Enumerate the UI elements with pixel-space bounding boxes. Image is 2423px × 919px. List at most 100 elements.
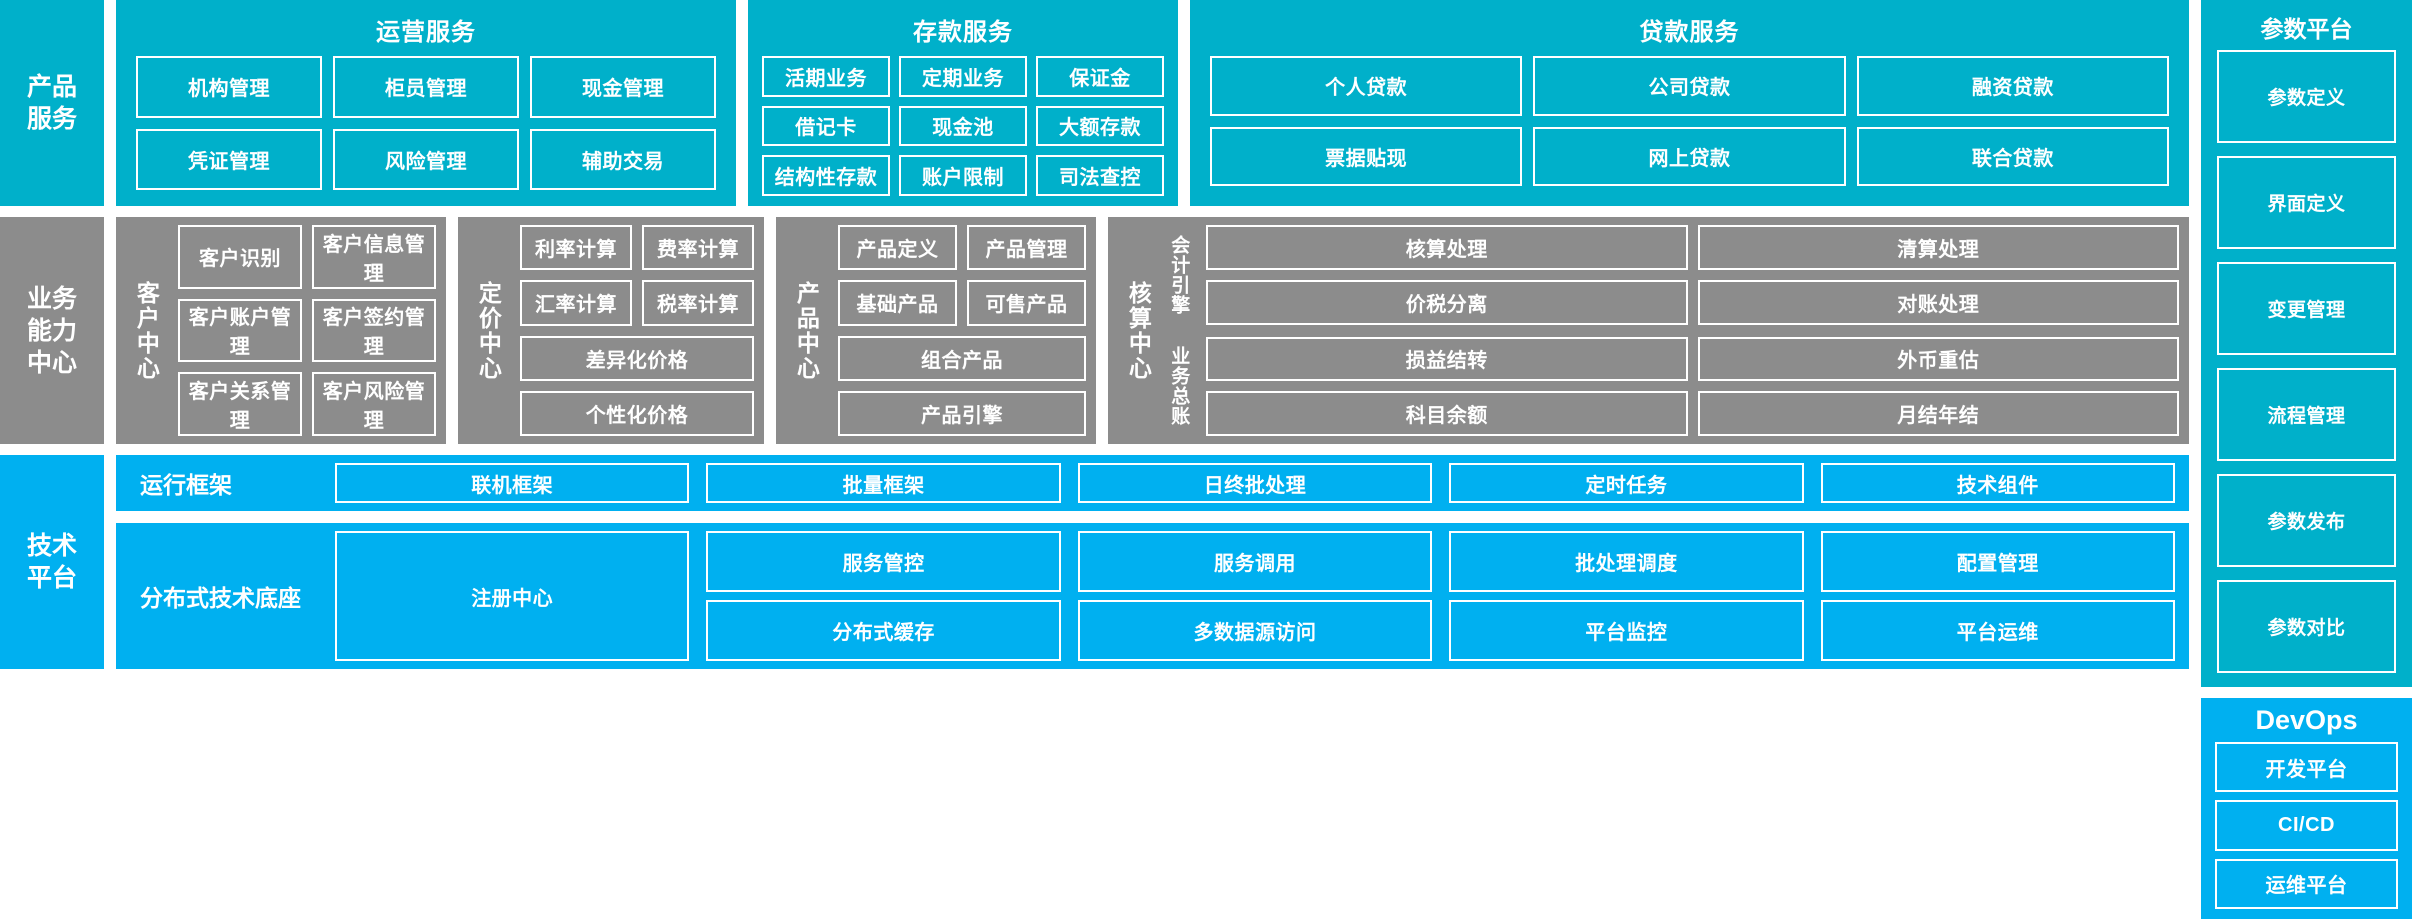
center-customer: 客户中心 客户识别 客户信息管理 客户账户管理 客户签约管理 客户关系管理 客户…	[116, 217, 446, 444]
tile-parameter-comparison[interactable]: 参数对比	[2217, 580, 2396, 673]
group-title-loan-services: 贷款服务	[1639, 19, 1740, 46]
tile-customer-identification[interactable]: 客户识别	[178, 225, 302, 289]
tile-interest-rate-calculation[interactable]: 利率计算	[520, 225, 632, 271]
tile-fee-rate-calculation[interactable]: 费率计算	[642, 225, 754, 271]
tile-price-tax-separation[interactable]: 价税分离	[1206, 279, 1688, 325]
tile-parameter-definition[interactable]: 参数定义	[2217, 50, 2396, 143]
tile-grid-operation-services: 机构管理 柜员管理 现金管理 凭证管理 风险管理 辅助交易	[130, 56, 722, 196]
tile-platform-operations[interactable]: 平台运维	[1820, 600, 2175, 661]
center-product: 产品中心 产品定义 产品管理 基础产品 可售产品 组合产品 产品引擎	[776, 217, 1096, 444]
layer-label-product-service: 产品服务	[0, 0, 104, 206]
tile-institution-management[interactable]: 机构管理	[136, 56, 322, 118]
devops-items: 开发平台 CI/CD 运维平台	[2215, 742, 2398, 909]
tile-foreign-currency-revaluation[interactable]: 外币重估	[1697, 336, 2179, 382]
tile-service-invocation[interactable]: 服务调用	[1077, 531, 1433, 592]
strip-label-distributed-foundation: 分布式技术底座	[140, 585, 301, 611]
tile-sellable-product[interactable]: 可售产品	[967, 280, 1086, 326]
tile-service-governance[interactable]: 服务管控	[706, 531, 1061, 592]
tile-customer-account-management[interactable]: 客户账户管理	[178, 298, 302, 363]
tile-grid-product-center: 产品定义 产品管理 基础产品 可售产品 组合产品 产品引擎	[828, 225, 1086, 436]
tile-registry-center[interactable]: 注册中心	[335, 531, 690, 661]
tile-product-management[interactable]: 产品管理	[967, 225, 1086, 271]
tile-accounting-processing[interactable]: 核算处理	[1206, 225, 1688, 270]
technical-platform-layer: 技术平台 运行框架 联机框架 批量框架 日终批处理 定时任务 技术组件	[0, 455, 2189, 669]
tile-scheduled-task[interactable]: 定时任务	[1449, 463, 1804, 503]
tile-grid-customer-center: 客户识别 客户信息管理 客户账户管理 客户签约管理 客户关系管理 客户风险管理	[168, 225, 436, 436]
tile-month-year-end-closing[interactable]: 月结年结	[1697, 391, 2179, 436]
tile-large-deposit[interactable]: 大额存款	[1036, 105, 1164, 147]
tile-product-engine[interactable]: 产品引擎	[838, 390, 1086, 436]
product-service-layer: 产品服务 运营服务 机构管理 柜员管理 现金管理 凭证管理 风险管理 辅助交易 …	[0, 0, 2189, 206]
tile-differentiated-pricing[interactable]: 差异化价格	[520, 335, 754, 381]
center-pricing: 定价中心 利率计算 费率计算 汇率计算 税率计算 差异化价格 个性化价格	[458, 217, 764, 444]
tile-corporate-loan[interactable]: 公司贷款	[1533, 56, 1846, 116]
tile-product-definition[interactable]: 产品定义	[838, 225, 957, 271]
group-title-deposit-services: 存款服务	[913, 19, 1013, 46]
tile-financing-loan[interactable]: 融资贷款	[1856, 56, 2169, 116]
tile-voucher-management[interactable]: 凭证管理	[136, 128, 322, 190]
tile-margin-deposit[interactable]: 保证金	[1036, 56, 1164, 97]
tile-judicial-freeze[interactable]: 司法查控	[1036, 155, 1164, 196]
tile-reconciliation-processing[interactable]: 对账处理	[1697, 279, 2179, 325]
tile-parameter-release[interactable]: 参数发布	[2217, 474, 2396, 567]
tile-risk-management[interactable]: 风险管理	[333, 128, 519, 190]
parameter-platform: 参数平台 参数定义 界面定义 变更管理 流程管理 参数发布 参数对比	[2201, 0, 2412, 687]
tile-composite-product[interactable]: 组合产品	[838, 335, 1086, 381]
tile-process-management[interactable]: 流程管理	[2217, 368, 2396, 461]
tile-exchange-rate-calculation[interactable]: 汇率计算	[520, 280, 632, 326]
tile-customer-relationship-management[interactable]: 客户关系管理	[178, 372, 302, 436]
tile-auxiliary-transaction[interactable]: 辅助交易	[530, 128, 716, 190]
tile-development-platform[interactable]: 开发平台	[2215, 742, 2398, 793]
tile-demand-business[interactable]: 活期业务	[762, 56, 890, 97]
tile-base-product[interactable]: 基础产品	[838, 280, 957, 326]
tile-distributed-cache[interactable]: 分布式缓存	[706, 600, 1061, 661]
tile-profit-loss-carryover[interactable]: 损益结转	[1206, 336, 1688, 382]
tile-grid-pricing-center: 利率计算 费率计算 汇率计算 税率计算 差异化价格 个性化价格	[510, 225, 754, 436]
tile-stack-service: 服务管控 分布式缓存	[706, 531, 1061, 661]
center-label-pricing: 定价中心	[475, 280, 502, 381]
parameter-platform-items: 参数定义 界面定义 变更管理 流程管理 参数发布 参数对比	[2217, 50, 2396, 677]
tile-teller-management[interactable]: 柜员管理	[333, 56, 519, 118]
tile-debit-card[interactable]: 借记卡	[762, 105, 890, 147]
tile-change-management[interactable]: 变更管理	[2217, 262, 2396, 355]
tile-online-loan[interactable]: 网上贷款	[1533, 126, 1846, 186]
business-capability-layer: 业务能力中心 客户中心 客户识别 客户信息管理 客户账户管理 客户签约管理 客户…	[0, 217, 2189, 444]
tile-customer-risk-management[interactable]: 客户风险管理	[312, 372, 436, 436]
tile-grid-runtime-framework: 联机框架 批量框架 日终批处理 定时任务 技术组件	[335, 463, 2175, 503]
technical-strips: 运行框架 联机框架 批量框架 日终批处理 定时任务 技术组件 分布式技术底座 注…	[116, 455, 2189, 669]
tile-batch-scheduling[interactable]: 批处理调度	[1449, 531, 1804, 592]
tile-end-of-day-batch[interactable]: 日终批处理	[1077, 463, 1433, 503]
tile-settlement-processing[interactable]: 清算处理	[1697, 225, 2179, 270]
layer-label-product-service-text: 产品服务	[26, 73, 77, 133]
strip-runtime-framework: 运行框架 联机框架 批量框架 日终批处理 定时任务 技术组件	[116, 455, 2189, 511]
main-layers-stack: 产品服务 运营服务 机构管理 柜员管理 现金管理 凭证管理 风险管理 辅助交易 …	[0, 0, 2189, 669]
tile-batch-framework[interactable]: 批量框架	[706, 463, 1061, 503]
subgroup-label-accounting-engine: 会计引擎	[1168, 234, 1190, 315]
tile-interface-definition[interactable]: 界面定义	[2217, 156, 2396, 249]
tile-structured-deposit[interactable]: 结构性存款	[762, 155, 890, 196]
tile-bill-discount[interactable]: 票据贴现	[1210, 126, 1523, 186]
tile-configuration-management[interactable]: 配置管理	[1820, 531, 2175, 592]
center-label-accounting: 核算中心	[1125, 280, 1152, 381]
tile-online-framework[interactable]: 联机框架	[335, 463, 690, 503]
tile-technical-component[interactable]: 技术组件	[1820, 463, 2175, 503]
tile-stack-scheduling: 批处理调度 平台监控	[1449, 531, 1804, 661]
tile-syndicated-loan[interactable]: 联合贷款	[1856, 126, 2169, 186]
tile-cash-pool[interactable]: 现金池	[899, 105, 1027, 147]
tile-time-deposit-business[interactable]: 定期业务	[899, 56, 1027, 97]
group-operation-services: 运营服务 机构管理 柜员管理 现金管理 凭证管理 风险管理 辅助交易	[116, 0, 736, 206]
tile-tax-rate-calculation[interactable]: 税率计算	[642, 280, 754, 326]
tile-grid-deposit-services: 活期业务 定期业务 保证金 借记卡 现金池 大额存款 结构性存款 账户限制 司法…	[762, 56, 1164, 196]
tile-customer-info-management[interactable]: 客户信息管理	[312, 225, 436, 289]
tile-customer-contract-management[interactable]: 客户签约管理	[312, 298, 436, 363]
tile-operations-platform[interactable]: 运维平台	[2215, 858, 2398, 909]
group-title-operation-services: 运营服务	[376, 19, 476, 46]
tile-personalized-pricing[interactable]: 个性化价格	[520, 390, 754, 436]
tile-account-restriction[interactable]: 账户限制	[899, 155, 1027, 196]
tile-platform-monitoring[interactable]: 平台监控	[1449, 600, 1804, 661]
tile-ci-cd[interactable]: CI/CD	[2215, 800, 2398, 851]
tile-account-balance[interactable]: 科目余额	[1206, 391, 1688, 436]
tile-personal-loan[interactable]: 个人贷款	[1210, 56, 1523, 116]
tile-cash-management[interactable]: 现金管理	[530, 56, 716, 118]
tile-multi-datasource-access[interactable]: 多数据源访问	[1077, 600, 1433, 661]
